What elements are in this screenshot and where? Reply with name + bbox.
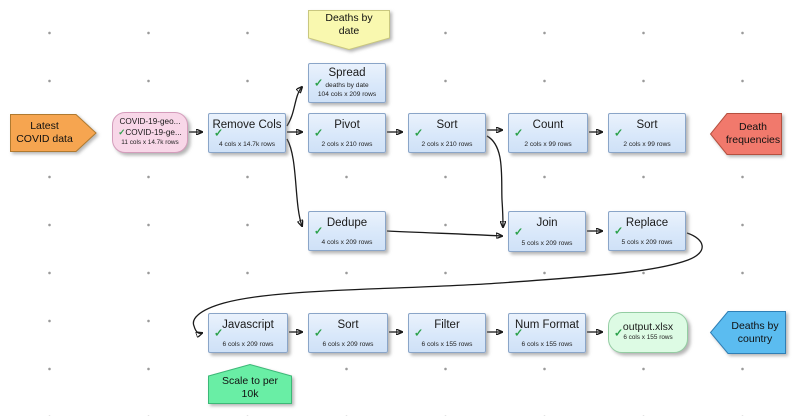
- node-stats: 6 cols x 155 rows: [421, 341, 473, 348]
- check-icon: ✓: [414, 327, 424, 340]
- check-icon: ✓: [614, 326, 624, 339]
- node-output-xlsx[interactable]: ✓ output.xlsx 6 cols x 155 rows: [608, 312, 688, 353]
- comment-deaths-country-line2: country: [737, 332, 773, 345]
- node-stats: 4 cols x 14.7k rows: [218, 141, 276, 148]
- comment-death-freq-line1: Death: [738, 121, 768, 134]
- node-num-format[interactable]: ✓ Num Format 6 cols x 155 rows: [508, 313, 586, 353]
- comment-latest-line2: COVID data: [16, 133, 73, 145]
- node-sort-1[interactable]: ✓ Sort 2 cols x 210 rows: [408, 113, 486, 153]
- node-title: Filter: [434, 319, 460, 331]
- node-count[interactable]: ✓ Count 2 cols x 99 rows: [508, 113, 588, 153]
- input-file-stats: 11 cols x 14.7k rows: [121, 139, 179, 147]
- check-icon: ✓: [514, 327, 524, 340]
- node-stats: 5 cols x 209 rows: [621, 239, 673, 246]
- check-icon: ✓: [314, 327, 324, 340]
- node-note: deaths by date: [325, 82, 369, 89]
- note-scale-line2: 10k: [241, 388, 259, 400]
- node-stats: 6 cols x 155 rows: [521, 341, 573, 348]
- note-pointer-up-shape: [208, 363, 292, 404]
- check-icon: ✓: [214, 127, 224, 140]
- node-stats: 2 cols x 210 rows: [321, 141, 373, 148]
- comment-arrow-left-shape: [709, 113, 782, 155]
- check-icon: ✓: [614, 127, 624, 140]
- note-pointer-down-shape: [308, 10, 390, 51]
- check-icon: ✓: [118, 126, 126, 137]
- node-stats: 5 cols x 209 rows: [521, 240, 573, 247]
- input-file-line1: COVID-19-geo...: [119, 117, 181, 126]
- node-title: Num Format: [515, 319, 579, 331]
- node-stats: 2 cols x 99 rows: [524, 141, 572, 148]
- check-icon: ✓: [514, 127, 524, 140]
- node-sort-3[interactable]: ✓ Sort 6 cols x 209 rows: [308, 313, 388, 353]
- note-deaths-by-date-line2: date: [338, 25, 360, 37]
- check-icon: ✓: [214, 327, 224, 340]
- node-replace[interactable]: ✓ Replace 5 cols x 209 rows: [608, 211, 686, 251]
- node-title: Replace: [625, 217, 669, 229]
- comment-deaths-by-country[interactable]: Deaths by country: [709, 311, 786, 354]
- node-join[interactable]: ✓ Join 5 cols x 209 rows: [508, 211, 586, 252]
- output-file-title: output.xlsx: [622, 321, 674, 333]
- node-sort-2[interactable]: ✓ Sort 2 cols x 99 rows: [608, 113, 686, 153]
- comment-death-freq-line2: frequencies: [725, 134, 781, 146]
- check-icon: ✓: [514, 225, 524, 238]
- node-dedupe[interactable]: ✓ Dedupe 4 cols x 209 rows: [308, 211, 386, 251]
- node-title: Spread: [328, 67, 366, 79]
- check-icon: ✓: [314, 77, 324, 90]
- node-title: Dedupe: [326, 217, 368, 229]
- node-stats: 4 cols x 209 rows: [321, 239, 373, 246]
- node-stats: 6 cols x 209 rows: [322, 341, 374, 348]
- comment-deaths-country-line1: Deaths by: [731, 319, 779, 332]
- wire-removecols-dedupe: [286, 138, 302, 226]
- check-icon: ✓: [314, 127, 324, 140]
- node-remove-cols[interactable]: ✓ Remove Cols 4 cols x 14.7k rows: [208, 113, 286, 153]
- note-scale-to-per-10k[interactable]: Scale to per 10k: [208, 363, 292, 404]
- node-title: Pivot: [334, 119, 360, 131]
- node-title: Javascript: [222, 319, 274, 331]
- node-filter[interactable]: ✓ Filter 6 cols x 155 rows: [408, 313, 486, 353]
- node-stats: 104 cols x 209 rows: [317, 91, 377, 98]
- comment-latest-line1: Latest: [30, 120, 59, 133]
- node-stats: 6 cols x 209 rows: [222, 341, 274, 348]
- note-deaths-by-date-line1: Deaths by: [325, 12, 373, 25]
- node-title: Sort: [436, 119, 458, 131]
- check-icon: ✓: [314, 225, 324, 238]
- comment-death-frequencies[interactable]: Death frequencies: [709, 113, 782, 155]
- comment-latest-covid-data[interactable]: Latest COVID data: [10, 114, 97, 152]
- wire-sort1-join: [486, 135, 503, 227]
- node-title: Join: [536, 217, 558, 229]
- output-file-stats: 6 cols x 155 rows: [623, 334, 673, 341]
- node-input-covid-file[interactable]: COVID-19-geo... ✓COVID-19-ge... 11 cols …: [112, 112, 188, 153]
- node-title: Count: [532, 119, 564, 131]
- note-scale-line1: Scale to per: [221, 375, 279, 388]
- node-spread[interactable]: ✓ Spread deaths by date 104 cols x 209 r…: [308, 63, 386, 103]
- wire-dedupe-join: [386, 230, 502, 236]
- check-icon: ✓: [614, 225, 624, 238]
- wire-removecols-spread: [286, 87, 302, 127]
- node-stats: 2 cols x 210 rows: [421, 141, 473, 148]
- comment-arrow-left-shape: [709, 311, 786, 354]
- node-title: Sort: [636, 119, 658, 131]
- node-stats: 2 cols x 99 rows: [623, 141, 671, 148]
- note-deaths-by-date[interactable]: Deaths by date: [308, 10, 390, 51]
- input-file-line2: ✓COVID-19-ge...: [118, 126, 182, 137]
- node-javascript[interactable]: ✓ Javascript 6 cols x 209 rows: [208, 313, 288, 353]
- node-title: Remove Cols: [212, 119, 282, 131]
- check-icon: ✓: [414, 127, 424, 140]
- node-title: Sort: [337, 319, 359, 331]
- node-pivot[interactable]: ✓ Pivot 2 cols x 210 rows: [308, 113, 386, 153]
- comment-arrow-right-shape: [10, 114, 97, 152]
